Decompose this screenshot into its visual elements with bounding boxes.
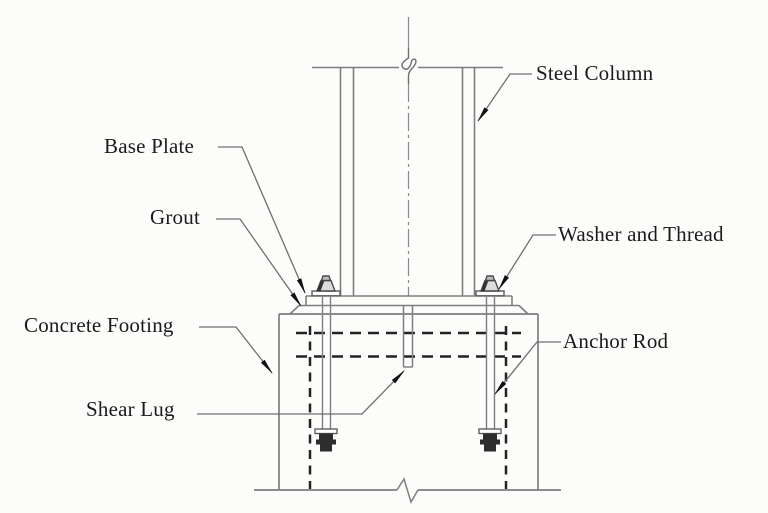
leader-washer-thread — [498, 234, 556, 290]
break-symbol-top — [401, 48, 417, 84]
label-anchor-rod: Anchor Rod — [563, 329, 669, 353]
hidden-outline-dashed — [296, 326, 521, 489]
leader-steel-column — [477, 73, 532, 122]
label-shear-lug: Shear Lug — [86, 397, 175, 421]
grout-drawing — [289, 304, 529, 315]
break-symbol-bottom — [396, 477, 419, 504]
shear-lug-drawing — [402, 305, 414, 368]
leader-grout — [216, 218, 302, 307]
anchor-nut-bottom-left — [314, 428, 338, 452]
anchor-nut-bottom-right — [478, 428, 502, 452]
washer-nut-left — [311, 275, 341, 297]
base-plate-drawing — [305, 295, 513, 305]
label-steel-column: Steel Column — [536, 61, 654, 85]
label-grout: Grout — [150, 205, 200, 229]
leader-concrete-footing — [199, 326, 273, 374]
leader-anchor-rod — [494, 341, 561, 395]
label-concrete-footing: Concrete Footing — [24, 313, 174, 337]
washer-nut-right — [475, 275, 505, 297]
leader-lines — [197, 73, 561, 415]
leader-shear-lug — [197, 370, 405, 415]
anchor-rod-left — [314, 297, 338, 452]
leader-base-plate — [218, 146, 306, 294]
label-washer-and-thread: Washer and Thread — [558, 222, 724, 246]
steel-column-drawing — [312, 66, 503, 296]
concrete-footing-drawing — [254, 313, 561, 491]
anchor-rod-right — [478, 297, 502, 452]
label-base-plate: Base Plate — [104, 134, 195, 158]
